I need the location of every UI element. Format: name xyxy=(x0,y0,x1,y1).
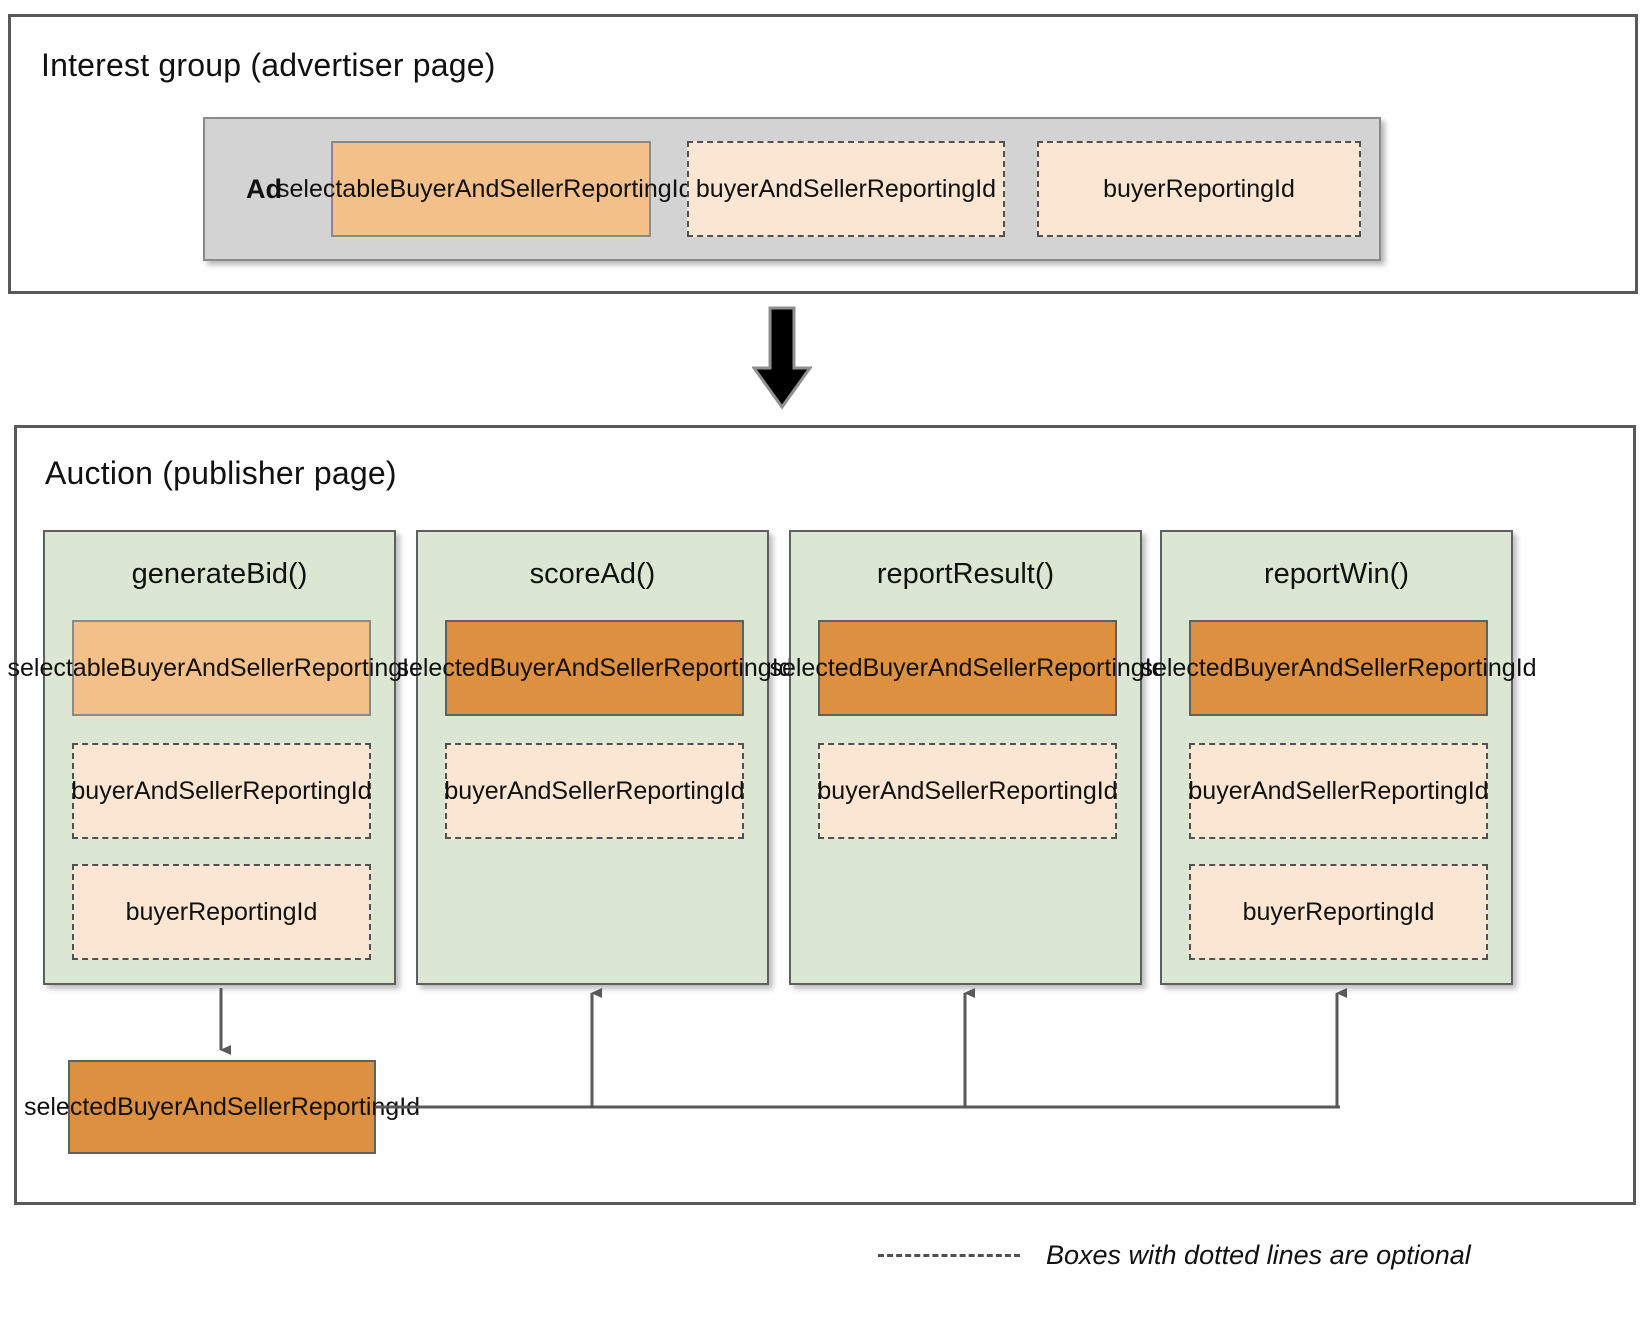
auction-column-generate-bid: generateBid() selectableBuyerAndSellerRe… xyxy=(7,530,436,985)
ad-field-selectable-buyer-and-seller-reporting-ids: selectableBuyerAndSellerReportingIds xyxy=(277,141,705,237)
ad-field-buyer-and-seller-reporting-id: buyerAndSellerReportingId xyxy=(687,141,1005,237)
down-arrow-icon xyxy=(752,306,812,410)
selected-buyer-and-seller-reporting-id-result-box: selectedBuyerAndSellerReportingId xyxy=(24,1060,420,1154)
scoread-field-selected-buyer-and-seller-reporting-id: selectedBuyerAndSellerReportingId xyxy=(396,620,793,716)
reportwin-field-selected-buyer-and-seller-reporting-id: selectedBuyerAndSellerReportingId xyxy=(1140,620,1537,716)
reportresult-field-selected-buyer-and-seller-reporting-id: selectedBuyerAndSellerReportingId xyxy=(769,620,1166,716)
ad-container: Ad selectableBuyerAndSellerReportingIds … xyxy=(203,117,1381,261)
ad-label: Ad xyxy=(246,173,282,204)
generatebid-field-selectable-buyer-and-seller-reporting-ids: selectableBuyerAndSellerReportingIds xyxy=(7,620,436,716)
reportwin-field-buyer-reporting-id: buyerReportingId xyxy=(1189,864,1488,960)
dashed-line-swatch xyxy=(878,1254,1020,1257)
interest-group-section: Interest group (advertiser page) Ad sele… xyxy=(8,14,1638,294)
reportresult-field-buyer-and-seller-reporting-id: buyerAndSellerReportingId xyxy=(817,743,1118,839)
legend-label: Boxes with dotted lines are optional xyxy=(1046,1240,1471,1270)
column-title-report-result: reportResult() xyxy=(876,558,1055,590)
column-title-generate-bid: generateBid() xyxy=(131,558,308,590)
auction-column-score-ad: scoreAd() selectedBuyerAndSellerReportin… xyxy=(396,530,793,985)
ad-field-buyer-reporting-id: buyerReportingId xyxy=(1037,141,1361,237)
reportwin-field-buyer-and-seller-reporting-id: buyerAndSellerReportingId xyxy=(1188,743,1489,839)
generatebid-field-buyer-and-seller-reporting-id: buyerAndSellerReportingId xyxy=(71,743,372,839)
auction-column-report-win: reportWin() selectedBuyerAndSellerReport… xyxy=(1140,530,1537,985)
column-title-report-win: reportWin() xyxy=(1263,558,1409,590)
auction-title: Auction (publisher page) xyxy=(45,455,397,491)
auction-column-report-result: reportResult() selectedBuyerAndSellerRep… xyxy=(769,530,1166,985)
interest-group-title: Interest group (advertiser page) xyxy=(41,47,496,83)
generatebid-field-buyer-reporting-id: buyerReportingId xyxy=(72,864,371,960)
legend: Boxes with dotted lines are optional xyxy=(878,1240,1471,1271)
column-title-score-ad: scoreAd() xyxy=(529,558,656,590)
scoread-field-buyer-and-seller-reporting-id: buyerAndSellerReportingId xyxy=(444,743,745,839)
